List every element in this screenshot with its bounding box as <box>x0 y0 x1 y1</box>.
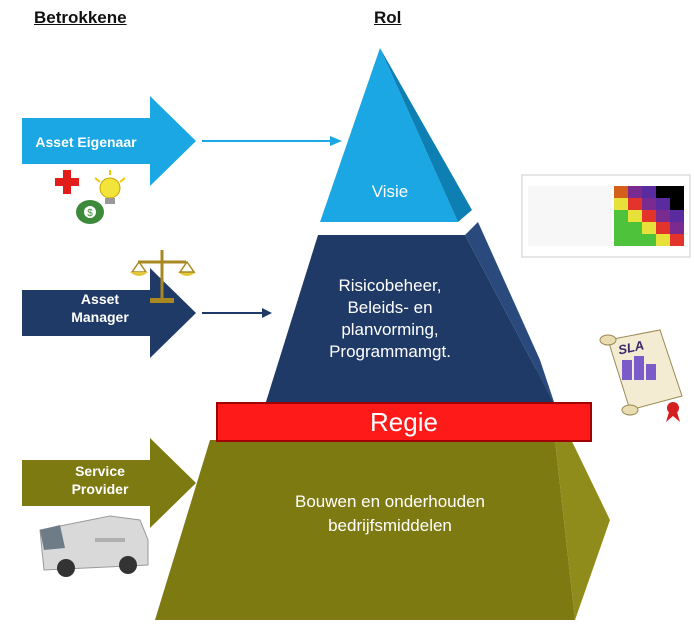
lightbulb-icon <box>94 170 126 204</box>
pyramid-middle-front <box>265 235 555 405</box>
actor-arrow-owner <box>22 96 196 186</box>
pyramid-top-side <box>380 48 472 222</box>
level-bottom-line: bedrijfsmiddelen <box>328 516 452 535</box>
level-bottom-line: Bouwen en onderhouden <box>295 492 485 511</box>
level-top-label: Visie <box>371 182 409 201</box>
actor-provider-line: Provider <box>71 481 129 497</box>
actor-provider-line: Service <box>75 463 125 479</box>
medical-cross-icon <box>55 170 79 194</box>
pyramid-bottom-front <box>155 440 575 620</box>
connector-manager <box>202 308 272 318</box>
sla-scroll-icon <box>599 329 683 422</box>
actor-provider-label: Service Provider <box>52 462 148 498</box>
level-middle-line: Risicobeheer, <box>338 276 442 295</box>
regie-bar: Regie <box>216 402 592 442</box>
scales-icon <box>130 250 196 303</box>
level-middle-text: Risicobeheer, Beleids- en planvorming, P… <box>290 275 490 363</box>
money-bag-icon: $ <box>76 200 104 224</box>
header-role: Rol <box>374 8 402 27</box>
pyramid-level-middle <box>265 222 555 405</box>
level-middle-line: planvorming, <box>341 320 439 339</box>
connector-owner <box>202 136 342 146</box>
actor-manager-line: Manager <box>71 309 129 325</box>
level-bottom-text: Bouwen en onderhouden bedrijfsmiddelen <box>240 490 540 538</box>
level-middle-line: Programmamgt. <box>329 342 451 361</box>
risk-matrix-icon <box>521 174 691 258</box>
pyramid-top-front <box>320 48 458 222</box>
actor-owner-label: Asset Eigenaar <box>35 134 137 150</box>
actor-arrow-provider <box>22 438 196 528</box>
pyramid-level-top <box>320 48 472 222</box>
connector-provider <box>200 472 232 484</box>
actor-manager-label: Asset Manager <box>52 290 148 326</box>
svg-text:$: $ <box>87 208 93 219</box>
actor-arrow-manager <box>22 268 196 358</box>
pyramid-middle-side <box>465 222 555 405</box>
header-stakeholders: Betrokkene <box>34 8 127 27</box>
level-middle-line: Beleids- en <box>347 298 433 317</box>
actor-manager-line: Asset <box>80 291 120 307</box>
delivery-van-icon <box>39 515 149 577</box>
